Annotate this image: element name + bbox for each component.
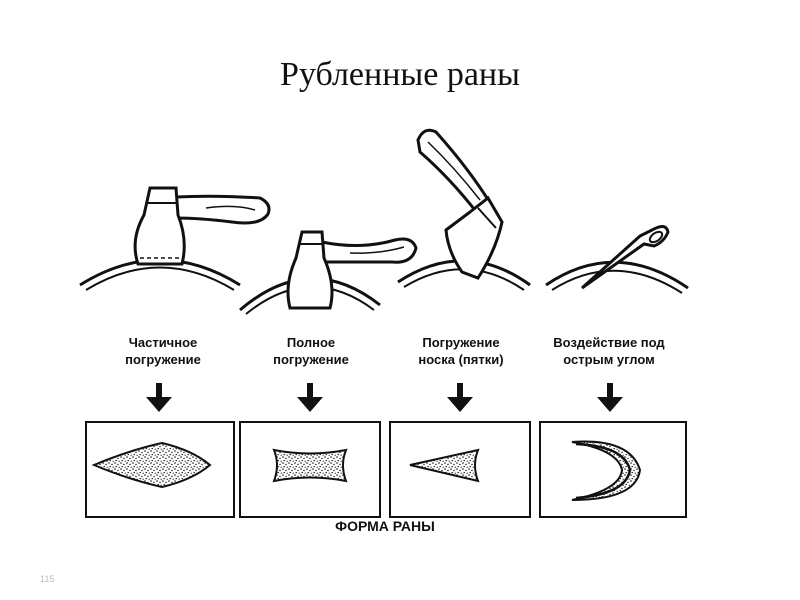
caption-line: носка (пятки) xyxy=(418,352,504,367)
blade xyxy=(580,225,670,290)
wedge-wound-shape xyxy=(409,448,480,483)
page-number: 115 xyxy=(40,574,55,584)
wound-shape-box-partial xyxy=(85,421,235,518)
spindle-wound-shape xyxy=(91,441,212,489)
wound-shape-box-oblique xyxy=(539,421,687,518)
axe-blade xyxy=(133,186,186,266)
blade-oblique-impact xyxy=(545,225,689,294)
axe-handle xyxy=(320,237,418,264)
arrow-down-icon xyxy=(297,383,323,412)
axe-full-immersion xyxy=(239,230,418,315)
caption-line: Воздействие под xyxy=(553,335,665,350)
caption-line: острым углом xyxy=(563,352,655,367)
arrow-down-icon xyxy=(146,383,172,412)
caption-oblique-impact: Воздействие под острым углом xyxy=(534,334,684,368)
caption-toe-immersion: Погружение носка (пятки) xyxy=(386,334,536,368)
caption-line: Полное xyxy=(286,335,336,350)
wound-shape-box-full xyxy=(239,421,381,518)
axe-toe-immersion xyxy=(397,128,531,291)
arrow-down-icon xyxy=(597,383,623,412)
wound-shape-label: ФОРМА РАНЫ xyxy=(280,518,490,534)
caption-line: Частичное xyxy=(128,335,198,350)
rectangular-wound-shape xyxy=(272,448,348,483)
caption-line: Погружение xyxy=(422,335,500,350)
slide-title: Рубленные раны xyxy=(280,56,520,93)
wound-shape-box-toe xyxy=(389,421,531,518)
axe-partial-immersion xyxy=(79,186,271,291)
caption-full-immersion: Полное погружение xyxy=(236,334,386,368)
crescent-wound-shape xyxy=(571,440,642,501)
axe-blade xyxy=(286,230,334,310)
caption-line: погружение xyxy=(273,352,349,367)
axe-handle xyxy=(174,194,271,225)
arrow-down-icon xyxy=(447,383,473,412)
caption-line: погружение xyxy=(125,352,201,367)
caption-partial-immersion: Частичное погружение xyxy=(88,334,238,368)
